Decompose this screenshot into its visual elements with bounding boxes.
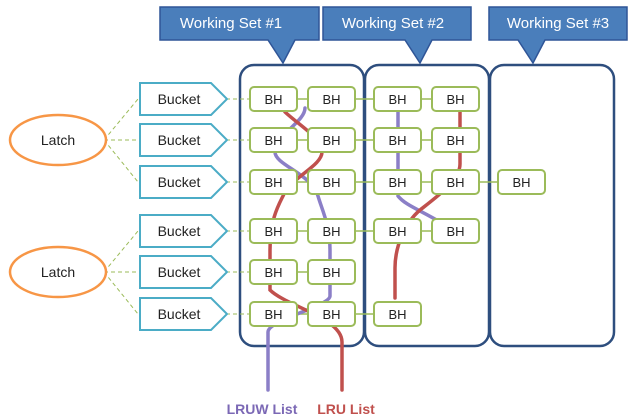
latch-connectors (103, 98, 139, 315)
working-set-3-callout: Working Set #3 (488, 6, 628, 65)
bh-label: BH (264, 133, 282, 148)
bh-label: BH (264, 175, 282, 190)
bh-r3-c3: BH (373, 169, 422, 195)
bh-r2-c2: BH (307, 127, 356, 153)
bh-label: BH (322, 92, 340, 107)
bh-label: BH (388, 224, 406, 239)
working-set-1-label: Working Set #1 (180, 15, 282, 32)
bucket-3: Bucket (139, 165, 229, 199)
bucket-connectors (226, 98, 249, 315)
lru-list-label: LRU List (317, 401, 375, 417)
bh-label: BH (322, 175, 340, 190)
bucket-1: Bucket (139, 82, 229, 116)
bucket-5-label: Bucket (158, 264, 201, 280)
bh-boxes: BH BH BH BH BH BH BH BH BH BH BH BH BH B… (249, 86, 546, 327)
bucket-2: Bucket (139, 123, 229, 157)
working-set-3-label: Working Set #3 (507, 15, 609, 32)
bucket-5: Bucket (139, 255, 229, 289)
bh-label: BH (264, 224, 282, 239)
bh-r4-c2: BH (307, 218, 356, 244)
bh-label: BH (264, 307, 282, 322)
working-set-1-callout: Working Set #1 (159, 6, 320, 65)
bucket-2-label: Bucket (158, 132, 201, 148)
bh-r2-c3: BH (373, 127, 422, 153)
bh-label: BH (446, 224, 464, 239)
bh-r4-c4: BH (431, 218, 480, 244)
latch-1-label: Latch (41, 132, 75, 148)
bh-label: BH (388, 175, 406, 190)
bh-label: BH (446, 133, 464, 148)
bucket-3-label: Bucket (158, 174, 201, 190)
working-set-3-container (488, 63, 616, 348)
bh-r2-c4: BH (431, 127, 480, 153)
bh-label: BH (322, 224, 340, 239)
bucket-6: Bucket (139, 297, 229, 331)
bh-r3-c2: BH (307, 169, 356, 195)
working-set-2-callout: Working Set #2 (322, 6, 472, 65)
bh-r5-c1: BH (249, 259, 298, 285)
bh-label: BH (322, 307, 340, 322)
bh-r2-c1: BH (249, 127, 298, 153)
bh-label: BH (322, 133, 340, 148)
bh-r1-c2: BH (307, 86, 356, 112)
bh-label: BH (446, 92, 464, 107)
bh-label: BH (264, 265, 282, 280)
bh-r6-c2: BH (307, 301, 356, 327)
bh-r6-c1: BH (249, 301, 298, 327)
lruw-list-label: LRUW List (227, 401, 298, 417)
bh-r3-c5: BH (497, 169, 546, 195)
bh-r4-c3: BH (373, 218, 422, 244)
working-set-2-label: Working Set #2 (342, 15, 444, 32)
bh-label: BH (512, 175, 530, 190)
bh-r1-c4: BH (431, 86, 480, 112)
bh-label: BH (322, 265, 340, 280)
latch-2-label: Latch (41, 264, 75, 280)
latch-1: Latch (8, 113, 108, 167)
bh-r3-c4: BH (431, 169, 480, 195)
bh-label: BH (446, 175, 464, 190)
latch-2: Latch (8, 245, 108, 299)
bucket-1-label: Bucket (158, 91, 201, 107)
bucket-4: Bucket (139, 214, 229, 248)
bh-r6-c3: BH (373, 301, 422, 327)
bh-r1-c3: BH (373, 86, 422, 112)
bh-r1-c1: BH (249, 86, 298, 112)
bh-label: BH (388, 133, 406, 148)
bh-r4-c1: BH (249, 218, 298, 244)
bh-chain-connectors (297, 98, 498, 315)
bh-r3-c1: BH (249, 169, 298, 195)
bucket-4-label: Bucket (158, 223, 201, 239)
bh-label: BH (388, 307, 406, 322)
bh-label: BH (388, 92, 406, 107)
bh-label: BH (264, 92, 282, 107)
bh-r5-c2: BH (307, 259, 356, 285)
bucket-6-label: Bucket (158, 306, 201, 322)
